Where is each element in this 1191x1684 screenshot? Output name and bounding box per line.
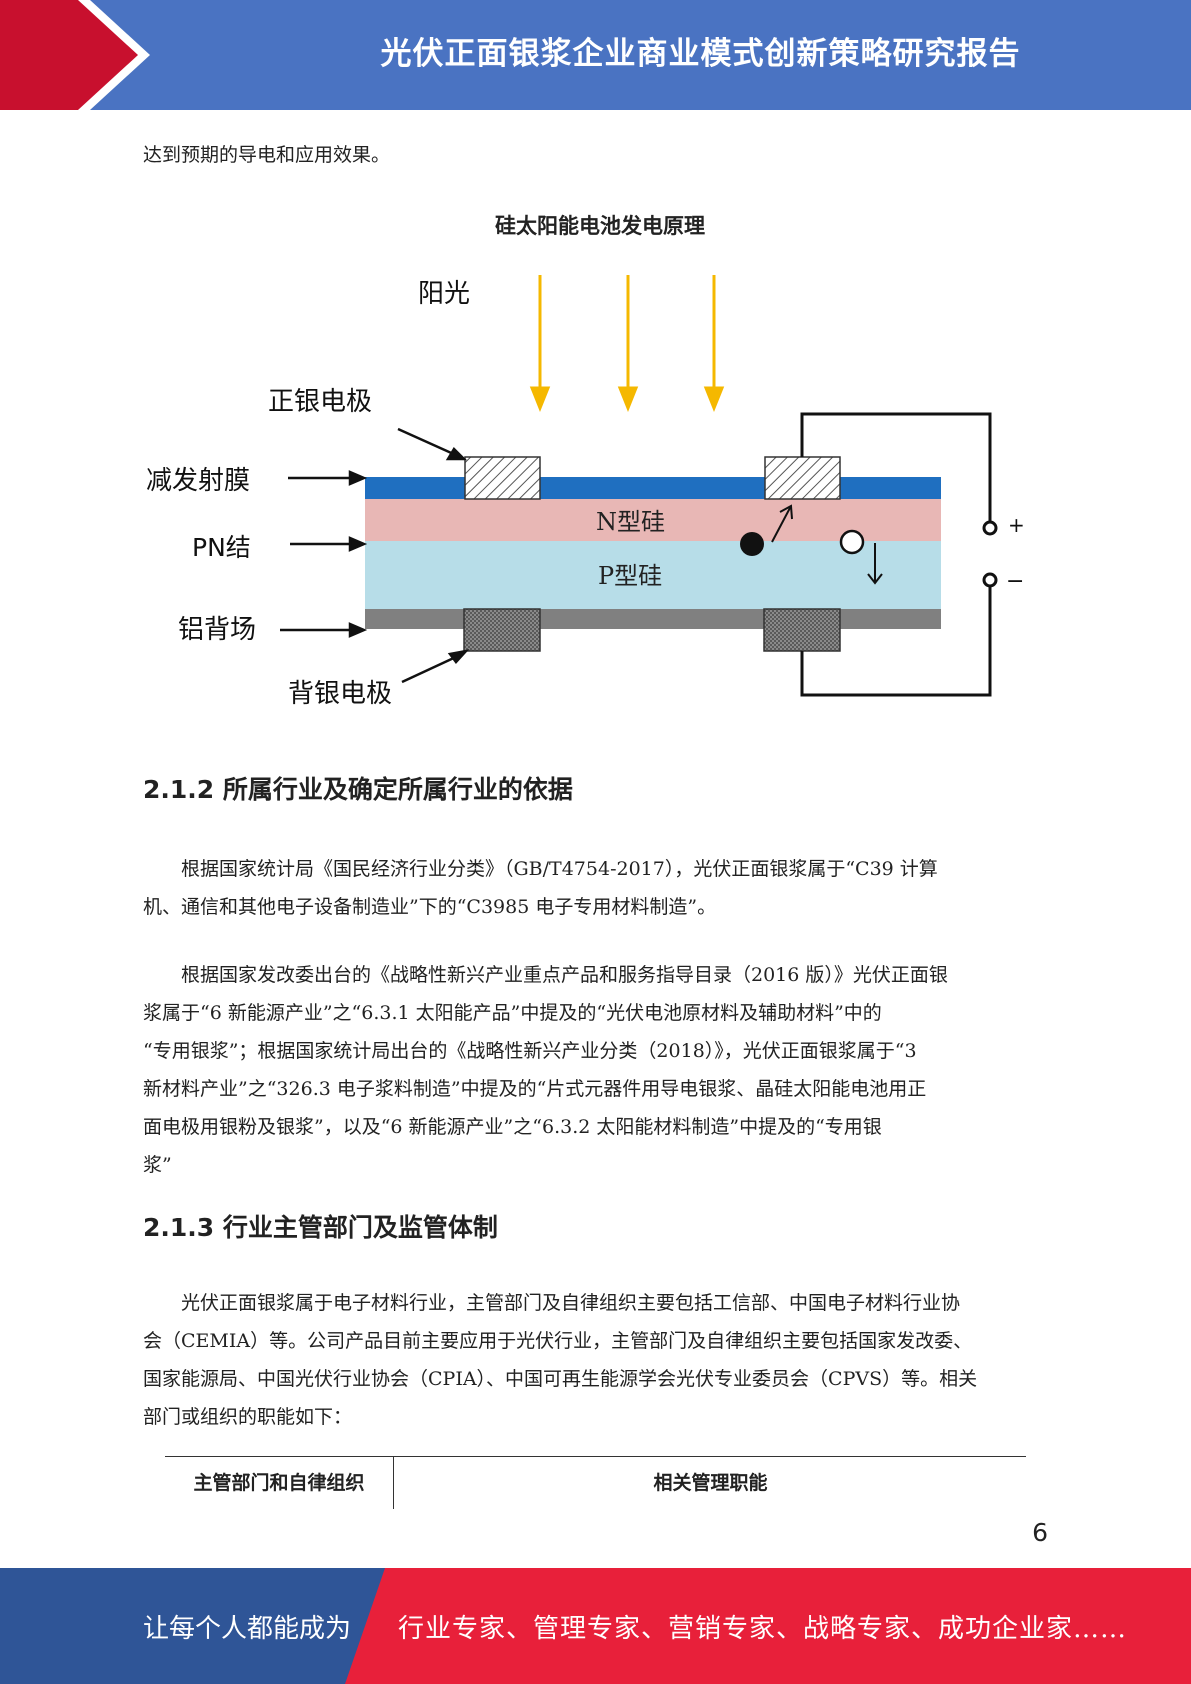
carrier-arrows — [771, 504, 883, 585]
section-heading-2-1-3: 2.1.3 行业主管部门及监管体制 — [143, 1213, 498, 1242]
hole-circle — [839, 529, 865, 555]
label-pn-junction: PN结 — [192, 533, 251, 562]
para-2-line-5: 面电极用银粉及银浆”，以及“6 新能源产业”之“6.3.2 太阳能材料制造”中提… — [143, 1116, 882, 1138]
electron-dot — [740, 532, 764, 556]
para-2-line-3: “专用银浆”；根据国家统计局出台的《战略性新兴产业分类（2018）》，光伏正面银… — [143, 1040, 917, 1062]
section-heading-2-1-2: 2.1.2 所属行业及确定所属行业的依据 — [143, 775, 573, 804]
solar-cell-figure: 硅太阳能电池发电原理 — [140, 210, 1060, 720]
para-2-line-4: 新材料产业”之“326.3 电子浆料制造”中提及的“片式元器件用导电银浆、晶硅太… — [143, 1078, 927, 1100]
front-electrode-right — [764, 456, 841, 500]
intro-line: 达到预期的导电和应用效果。 — [143, 144, 391, 166]
figure-title: 硅太阳能电池发电原理 — [495, 214, 705, 238]
label-minus: − — [1006, 569, 1024, 594]
footer-right-text: 行业专家、管理专家、营销专家、战略专家、成功企业家…… — [398, 1614, 1128, 1644]
report-title: 光伏正面银浆企业商业模式创新策略研究报告 — [380, 36, 1021, 72]
sunlight-arrows — [529, 275, 725, 413]
front-electrode-left — [464, 456, 541, 500]
para-3-line-4: 部门或组织的职能如下： — [143, 1406, 353, 1428]
para-2-line-1: 根据国家发改委出台的《战略性新兴产业重点产品和服务指导目录（2016 版）》光伏… — [181, 964, 948, 986]
label-p-si: P型硅 — [598, 562, 662, 590]
antireflection-layer — [365, 477, 941, 499]
para-1-line-1: 根据国家统计局《国民经济行业分类》（GB/T4754-2017），光伏正面银浆属… — [181, 858, 938, 880]
page-header: 光伏正面银浆企业商业模式创新策略研究报告 — [0, 0, 1191, 110]
label-antireflection: 减发射膜 — [146, 466, 250, 496]
para-2-line-2: 浆属于“6 新能源产业”之“6.3.1 太阳能产品”中提及的“光伏电池原材料及辅… — [143, 1002, 882, 1024]
label-al-bsf: 铝背场 — [178, 615, 256, 645]
label-pointer-arrows — [280, 427, 470, 684]
section-2-1-2: 2.1.2 所属行业及确定所属行业的依据 根据国家统计局《国民经济行业分类》（G… — [143, 770, 1048, 1184]
para-2-line-6: 浆” — [143, 1154, 172, 1176]
functions-table: 主管部门和自律组织 相关管理职能 — [165, 1456, 1026, 1509]
label-back-electrode: 背银电极 — [288, 679, 392, 709]
solar-cell-diagram: 阳光 正银电极 减发射膜 PN结 铝背场 背银电极 N型硅 P型硅 + − — [146, 275, 1025, 709]
back-electrode-left — [463, 608, 541, 652]
header-chevron-icon — [0, 0, 150, 110]
section-2-1-3: 2.1.3 行业主管部门及监管体制 光伏正面银浆属于电子材料行业，主管部门及自律… — [143, 1208, 1048, 1436]
back-electrode-right — [763, 608, 841, 652]
para-1-line-2: 机、通信和其他电子设备制造业”下的“C3985 电子专用材料制造”。 — [143, 896, 717, 918]
external-circuit — [800, 412, 998, 697]
p-si-layer — [365, 541, 941, 609]
footer-background — [0, 1568, 1191, 1684]
label-sunlight: 阳光 — [418, 279, 470, 309]
footer-left-text: 让每个人都能成为 — [143, 1614, 352, 1644]
table-header-org: 主管部门和自律组织 — [165, 1457, 394, 1509]
label-front-electrode: 正银电极 — [268, 387, 372, 417]
label-n-si: N型硅 — [596, 508, 665, 536]
para-3-line-1: 光伏正面银浆属于电子材料行业，主管部门及自律组织主要包括工信部、中国电子材料行业… — [181, 1292, 961, 1314]
label-plus: + — [1008, 513, 1025, 537]
para-3-line-2: 会（CEMIA）等。公司产品目前主要应用于光伏行业，主管部门及自律组织主要包括国… — [143, 1330, 973, 1352]
page-footer: 让每个人都能成为 行业专家、管理专家、营销专家、战略专家、成功企业家…… — [0, 1568, 1191, 1684]
page-number: 6 — [1032, 1518, 1048, 1547]
intro-text: 达到预期的导电和应用效果。 — [143, 136, 1048, 174]
table-header-functions: 相关管理职能 — [653, 1472, 768, 1494]
para-3-line-3: 国家能源局、中国光伏行业协会（CPIA）、中国可再生能源学会光伏专业委员会（CP… — [143, 1368, 978, 1390]
al-bsf-layer — [365, 609, 941, 629]
